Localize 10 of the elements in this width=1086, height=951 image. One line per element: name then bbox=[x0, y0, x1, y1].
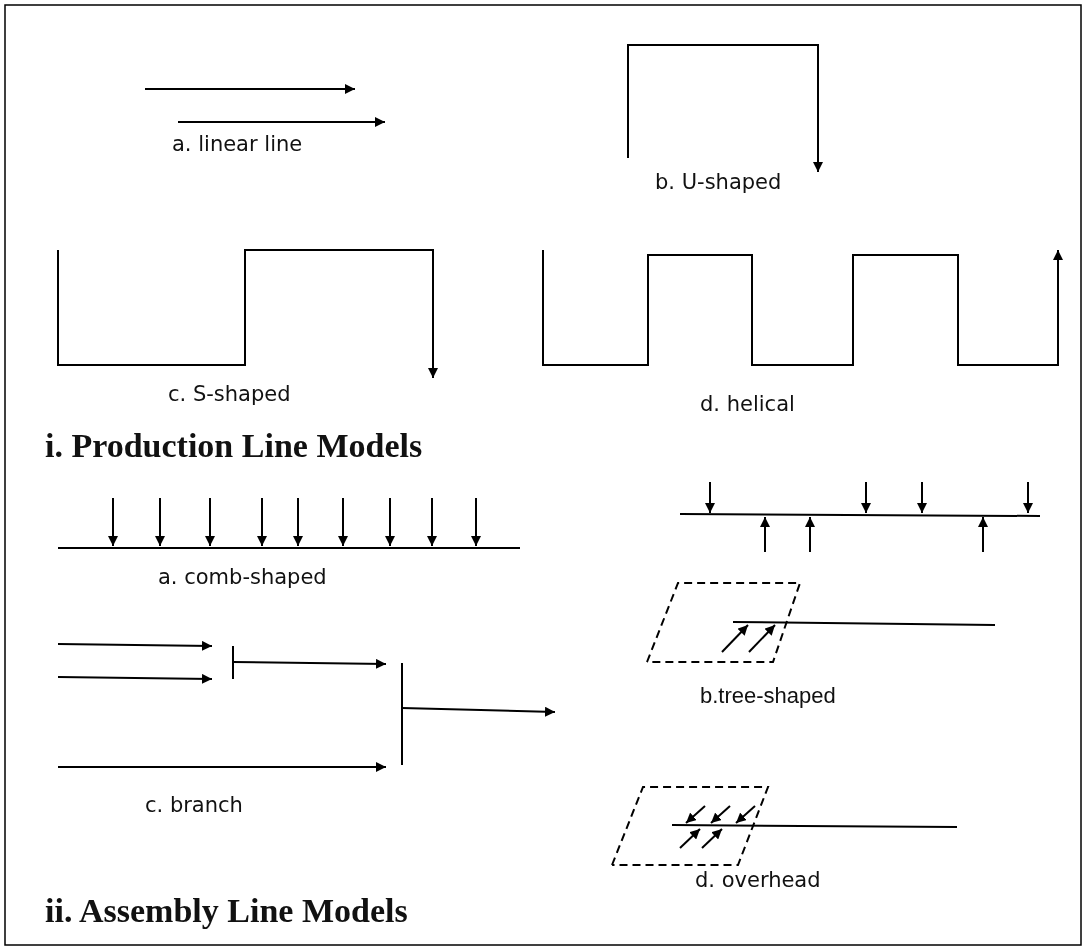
model-caption: c. S-shaped bbox=[168, 382, 291, 408]
model-caption: d. overhead bbox=[695, 868, 821, 894]
model-caption: a. linear line bbox=[172, 132, 303, 158]
model-caption: c. branch bbox=[145, 793, 243, 819]
model-caption: a. comb-shaped bbox=[158, 565, 327, 591]
model-caption: b. U-shaped bbox=[655, 170, 782, 196]
section-heading: ii. Assembly Line Models bbox=[45, 891, 408, 931]
model-caption: b.tree-shaped bbox=[700, 683, 836, 710]
section-heading: i. Production Line Models bbox=[45, 426, 423, 466]
model-caption: d. helical bbox=[700, 392, 795, 418]
